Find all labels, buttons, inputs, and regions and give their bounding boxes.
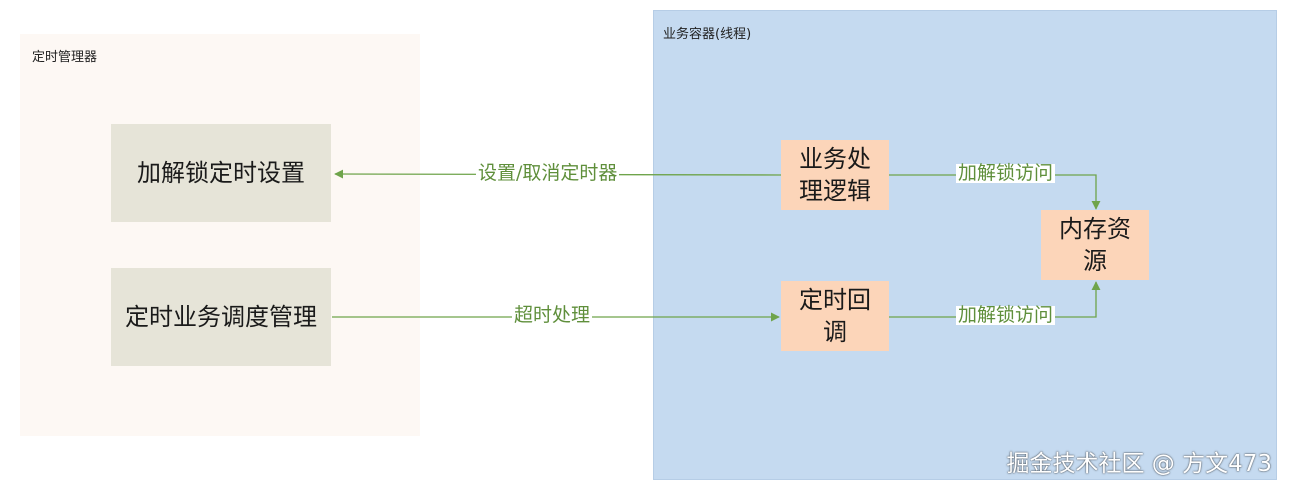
memory-resource-node: 内存资源 bbox=[1041, 210, 1149, 280]
edge-label-timeout-handling: 超时处理 bbox=[512, 304, 593, 326]
edge-label-set-cancel-timer: 设置/取消定时器 bbox=[476, 162, 620, 184]
timer-callback-node: 定时回调 bbox=[781, 281, 889, 351]
business-container-label: 业务容器(线程) bbox=[663, 27, 752, 42]
watermark-text: 掘金技术社区 @ 方文473 bbox=[1006, 451, 1272, 477]
edge-label-lock-access-1: 加解锁访问 bbox=[956, 162, 1056, 184]
timer-manager-label: 定时管理器 bbox=[32, 50, 98, 65]
timer-manager-group: 定时管理器 bbox=[20, 34, 420, 436]
business-container-group: 业务容器(线程) bbox=[653, 10, 1277, 480]
timer-task-management-node: 定时业务调度管理 bbox=[111, 268, 331, 366]
lock-timer-setting-node: 加解锁定时设置 bbox=[111, 124, 331, 222]
business-logic-node: 业务处理逻辑 bbox=[781, 140, 889, 210]
edge-label-lock-access-2: 加解锁访问 bbox=[956, 304, 1056, 326]
